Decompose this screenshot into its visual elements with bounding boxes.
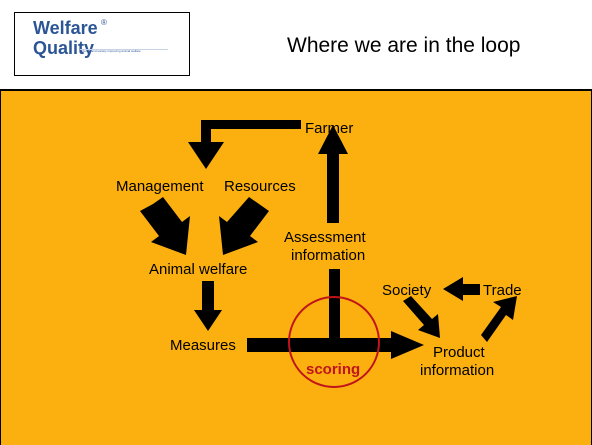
logo-registered-mark: ® xyxy=(101,18,107,27)
animal-welfare-to-measures-arrow xyxy=(194,281,222,331)
label-product-line2: information xyxy=(420,362,494,379)
assessment-to-farmer-arrow xyxy=(318,125,348,223)
logo-tagline: Science and society improving animal wel… xyxy=(80,49,141,53)
label-product-line1: Product xyxy=(433,344,486,361)
logo-word-welfare: Welfare xyxy=(33,18,98,38)
label-farmer: Farmer xyxy=(305,120,353,137)
label-scoring: scoring xyxy=(306,361,360,378)
diagram-area: Farmer Management Resources Animal welfa… xyxy=(0,89,592,445)
farmer-to-management-arrow xyxy=(188,120,301,169)
label-animal-welfare: Animal welfare xyxy=(149,261,247,278)
label-measures: Measures xyxy=(170,337,236,354)
label-assessment-line2: information xyxy=(291,247,365,264)
trade-to-society-arrow xyxy=(443,277,480,301)
label-trade: Trade xyxy=(483,282,522,299)
scoring-circle xyxy=(288,296,380,388)
scoring-to-assessment-bar xyxy=(329,269,340,339)
label-assessment-line1: Assessment xyxy=(284,229,367,246)
society-to-product-arrow xyxy=(403,296,440,338)
logo-tagline-bar xyxy=(80,49,168,50)
label-management: Management xyxy=(116,178,204,195)
label-resources: Resources xyxy=(224,178,296,195)
logo-word-quality: Quality xyxy=(33,38,95,58)
slide-header: Welfare ® Quality Science and society im… xyxy=(0,0,592,89)
slide-title: Where we are in the loop xyxy=(287,34,521,57)
management-to-animal-welfare-arrow xyxy=(140,197,190,255)
resources-to-animal-welfare-arrow xyxy=(219,197,269,255)
loop-diagram: Farmer Management Resources Animal welfa… xyxy=(116,120,522,388)
product-to-trade-arrow xyxy=(481,296,517,342)
label-society: Society xyxy=(382,282,432,299)
welfare-quality-logo: Welfare ® Quality Science and society im… xyxy=(14,12,190,76)
